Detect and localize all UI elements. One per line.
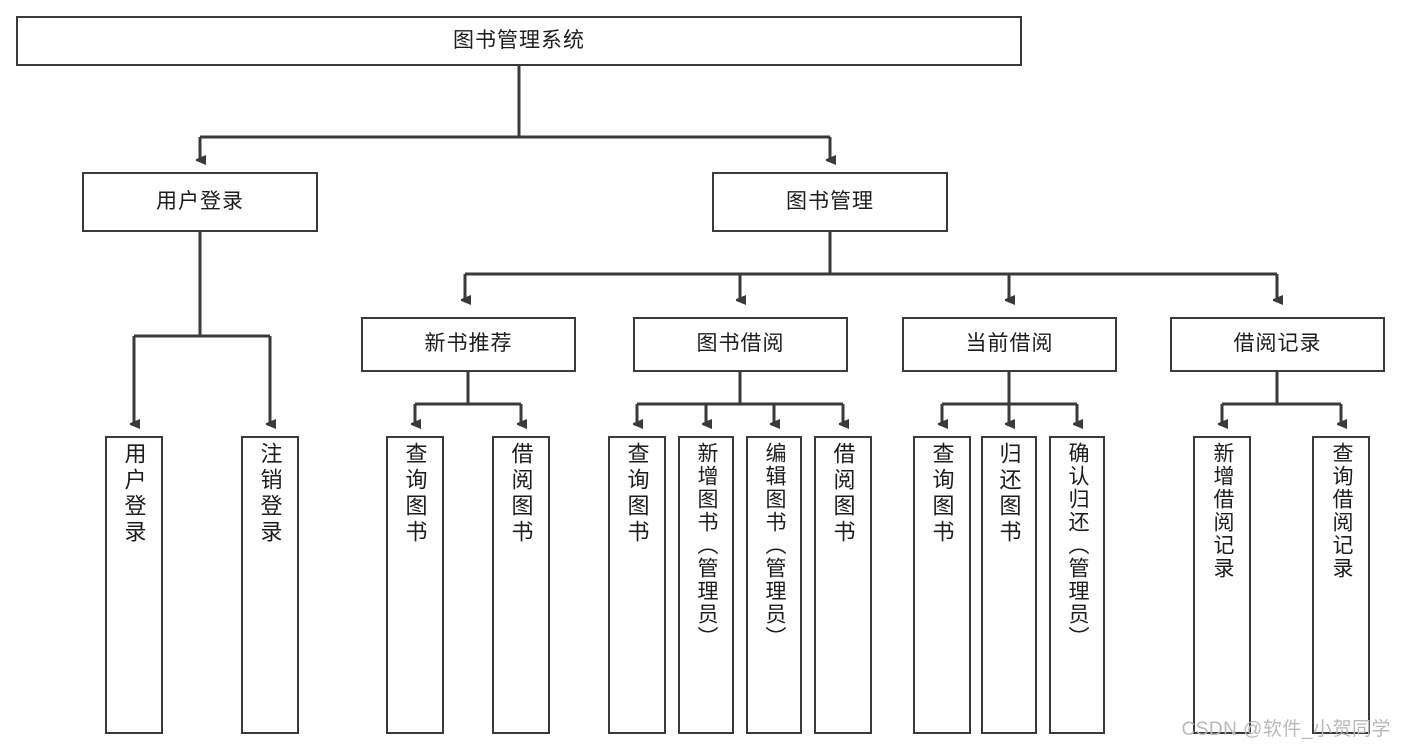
leaf-user-login-login-label: 用户登录 [121, 442, 147, 546]
leaf-borrow-record-query[interactable]: 查询借阅记录 [1312, 436, 1370, 734]
node-root[interactable]: 图书管理系统 [16, 16, 1022, 66]
leaf-new-book-query[interactable]: 查询图书 [386, 436, 444, 734]
node-new-book-recommend[interactable]: 新书推荐 [361, 317, 576, 372]
leaf-book-borrow-borrow[interactable]: 借阅图书 [814, 436, 872, 734]
leaf-user-login-login[interactable]: 用户登录 [105, 436, 163, 734]
node-root-label: 图书管理系统 [453, 28, 585, 52]
leaf-new-book-query-label: 查询图书 [402, 442, 428, 546]
csdn-watermark: CSDN @软件_小贺同学 [1181, 719, 1391, 740]
leaf-book-borrow-query-label: 查询图书 [624, 442, 650, 546]
node-book-borrow[interactable]: 图书借阅 [633, 317, 848, 372]
node-user-login-label: 用户登录 [156, 189, 244, 213]
leaf-book-borrow-add-label: 新增图书（管理员） [695, 442, 719, 649]
node-book-borrow-label: 图书借阅 [696, 332, 785, 356]
node-borrow-record-label: 借阅记录 [1233, 332, 1322, 356]
node-user-login[interactable]: 用户登录 [82, 172, 318, 232]
node-current-borrow-label: 当前借阅 [965, 332, 1054, 356]
leaf-user-login-logout[interactable]: 注销登录 [241, 436, 299, 734]
leaf-current-borrow-confirm[interactable]: 确认归还（管理员） [1049, 436, 1105, 734]
leaf-new-book-borrow[interactable]: 借阅图书 [492, 436, 550, 734]
node-new-book-recommend-label: 新书推荐 [424, 332, 513, 356]
node-current-borrow[interactable]: 当前借阅 [902, 317, 1117, 372]
leaf-current-borrow-query-label: 查询图书 [929, 442, 955, 546]
leaf-borrow-record-query-label: 查询借阅记录 [1330, 442, 1354, 580]
leaf-current-borrow-confirm-label: 确认归还（管理员） [1066, 442, 1090, 649]
leaf-borrow-record-add-label: 新增借阅记录 [1211, 442, 1235, 580]
leaf-book-borrow-borrow-label: 借阅图书 [830, 442, 856, 546]
leaf-book-borrow-edit-label: 编辑图书（管理员） [763, 442, 787, 649]
leaf-borrow-record-add[interactable]: 新增借阅记录 [1193, 436, 1251, 734]
node-book-management-label: 图书管理 [786, 189, 874, 213]
leaf-book-borrow-query[interactable]: 查询图书 [608, 436, 666, 734]
leaf-new-book-borrow-label: 借阅图书 [508, 442, 534, 546]
leaf-user-login-logout-label: 注销登录 [257, 442, 283, 546]
node-borrow-record[interactable]: 借阅记录 [1170, 317, 1385, 372]
node-book-management[interactable]: 图书管理 [712, 172, 948, 232]
leaf-current-borrow-query[interactable]: 查询图书 [913, 436, 971, 734]
leaf-book-borrow-edit[interactable]: 编辑图书（管理员） [746, 436, 802, 734]
leaf-book-borrow-add[interactable]: 新增图书（管理员） [678, 436, 734, 734]
leaf-current-borrow-return-label: 归还图书 [996, 442, 1022, 546]
leaf-current-borrow-return[interactable]: 归还图书 [981, 436, 1037, 734]
